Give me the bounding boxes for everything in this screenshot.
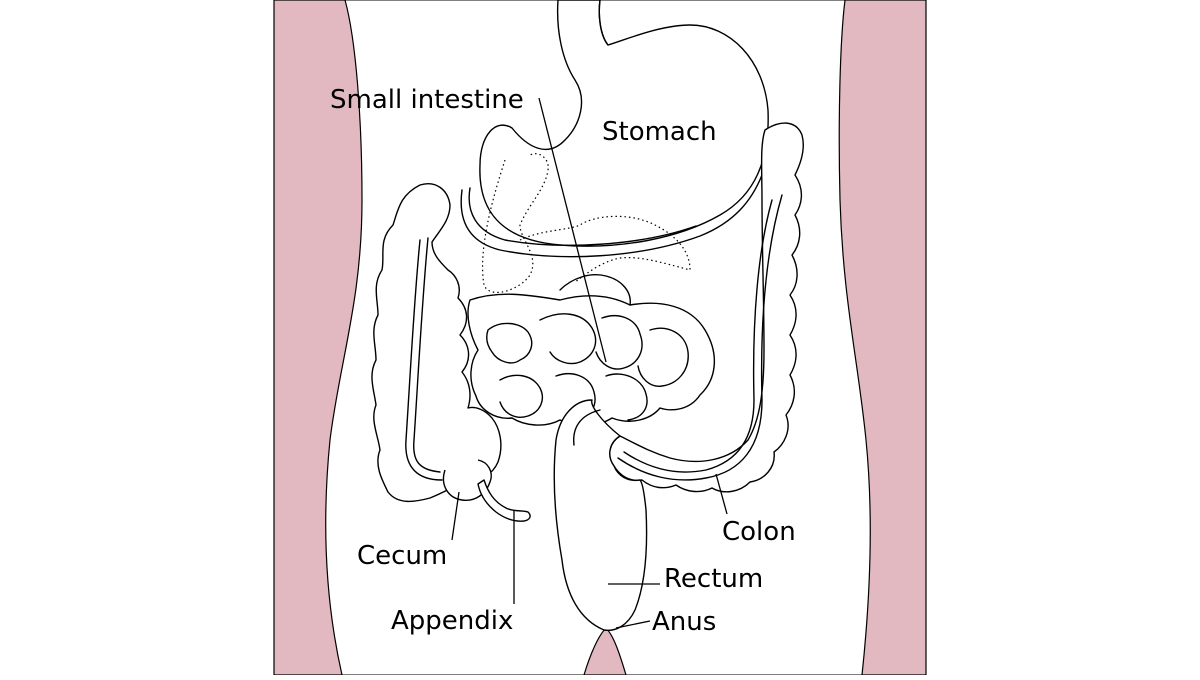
sigmoid-colon <box>553 399 648 632</box>
transverse-colon-inner <box>468 187 697 246</box>
descending-colon-band <box>623 199 773 473</box>
label-small-intestine: Small intestine <box>330 85 524 115</box>
leader-cecum <box>451 491 460 541</box>
label-appendix: Appendix <box>391 606 513 636</box>
hidden-pancreas-outline <box>519 215 691 283</box>
leader-colon <box>715 473 728 515</box>
descending-colon-band-2 <box>617 194 783 481</box>
label-stomach: Stomach <box>602 117 717 147</box>
left-body-side <box>273 0 363 676</box>
transverse-colon <box>460 174 763 258</box>
appendix <box>477 479 531 522</box>
leader-anus <box>615 620 651 629</box>
small-intestine-coils <box>467 274 716 427</box>
label-cecum: Cecum <box>357 541 447 571</box>
stomach-fold <box>598 0 609 46</box>
label-anus: Anus <box>652 607 716 637</box>
stomach <box>479 0 769 247</box>
label-colon: Colon <box>722 517 796 547</box>
label-rectum: Rectum <box>664 564 763 594</box>
ascending-colon-band <box>413 237 441 473</box>
hidden-duodenum-outline <box>481 153 549 294</box>
leader-small-intestine <box>538 97 607 363</box>
ascending-colon-band-2 <box>405 239 443 481</box>
rectum-line <box>573 409 601 446</box>
right-body-side <box>838 0 927 676</box>
